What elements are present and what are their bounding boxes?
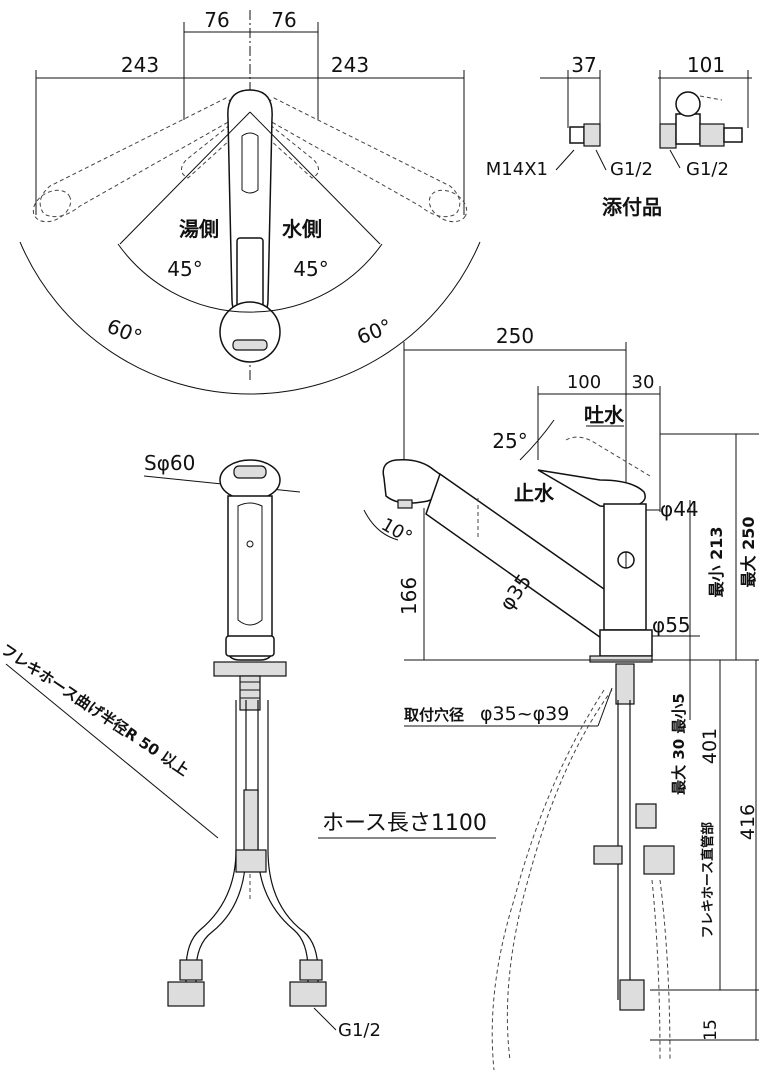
dia-55: φ55: [652, 613, 691, 637]
dim-76-left: 76: [204, 8, 229, 32]
angle-10: 10°: [378, 514, 416, 548]
max-250: 最大 250: [739, 517, 758, 588]
thread-g12-b: G1/2: [686, 159, 729, 180]
flex-straight-label: フレキホース直管部: [700, 822, 716, 938]
valve-side: [593, 845, 623, 865]
dim-166: 166: [397, 577, 421, 615]
dim-30: 30: [632, 372, 655, 393]
max-30-min-5: 最大 30 最小5: [670, 693, 688, 795]
angle-60-right: 60°: [353, 314, 395, 350]
thread-g12-front: G1/2: [338, 1020, 381, 1041]
hot-side-label: 湯側: [179, 217, 219, 241]
angle-45-left: 45°: [167, 257, 202, 281]
thread-g12-a: G1/2: [610, 159, 653, 180]
sphere-dia: Sφ60: [144, 451, 195, 475]
spout-water-label: 吐水: [584, 403, 625, 427]
dim-100: 100: [567, 372, 601, 393]
fitting-left: [167, 981, 205, 1007]
handle-ghost-left: [32, 97, 253, 223]
lever-side: [537, 469, 646, 509]
cold-side-label: 水側: [282, 217, 322, 241]
front-view: Sφ60 G1/2 フレキホース曲げ半径R 50 以上 ホース長さ1100: [0, 451, 496, 1041]
hose-left: [185, 700, 237, 990]
stop-valve: [659, 91, 743, 149]
angle-25: 25°: [492, 429, 527, 453]
dim-15: 15: [701, 1019, 721, 1041]
arc-45: [117, 243, 383, 313]
dim-401: 401: [699, 728, 721, 764]
stop-water-label: 止水: [514, 481, 555, 505]
side-view: 250 100 30 吐水 止水 25° 10° φ44 φ35 φ55: [363, 324, 759, 1071]
dia-44: φ44: [660, 497, 699, 521]
angle-45-right: 45°: [293, 257, 328, 281]
fitting-side: [619, 979, 645, 1011]
top-view: 76 76 243 243 湯側 水側 45° 45° 60° 60°: [19, 8, 481, 395]
dim-243-right: 243: [331, 53, 369, 77]
handle-ghost-right: [247, 97, 468, 223]
dim-243-left: 243: [121, 53, 159, 77]
angle-60-left: 60°: [104, 314, 146, 350]
hose-length: ホース長さ1100: [322, 811, 487, 836]
dim-101: 101: [687, 53, 725, 77]
dim-416: 416: [737, 804, 759, 840]
hose-bend-label: フレキホース曲げ半径R 50 以上: [0, 640, 192, 779]
adapter-small: [569, 126, 585, 144]
fitting-right: [289, 981, 327, 1007]
min-213: 最小 213: [707, 527, 726, 598]
accessories-label: 添付品: [602, 195, 662, 219]
mount-range: φ35~φ39: [480, 703, 569, 725]
hose-right: [257, 700, 309, 990]
dim-76-right: 76: [271, 8, 296, 32]
faucet-base: [599, 629, 653, 657]
thread-m14: M14X1: [486, 159, 548, 180]
dim-250-width: 250: [496, 324, 534, 348]
mount-hole-label: 取付穴径: [404, 706, 464, 724]
arc-60: [19, 241, 481, 395]
accessories: 37 M14X1 G1/2 101 G1/2 添付品: [486, 53, 752, 219]
dim-37: 37: [571, 53, 596, 77]
hose-coupler: [235, 849, 267, 873]
